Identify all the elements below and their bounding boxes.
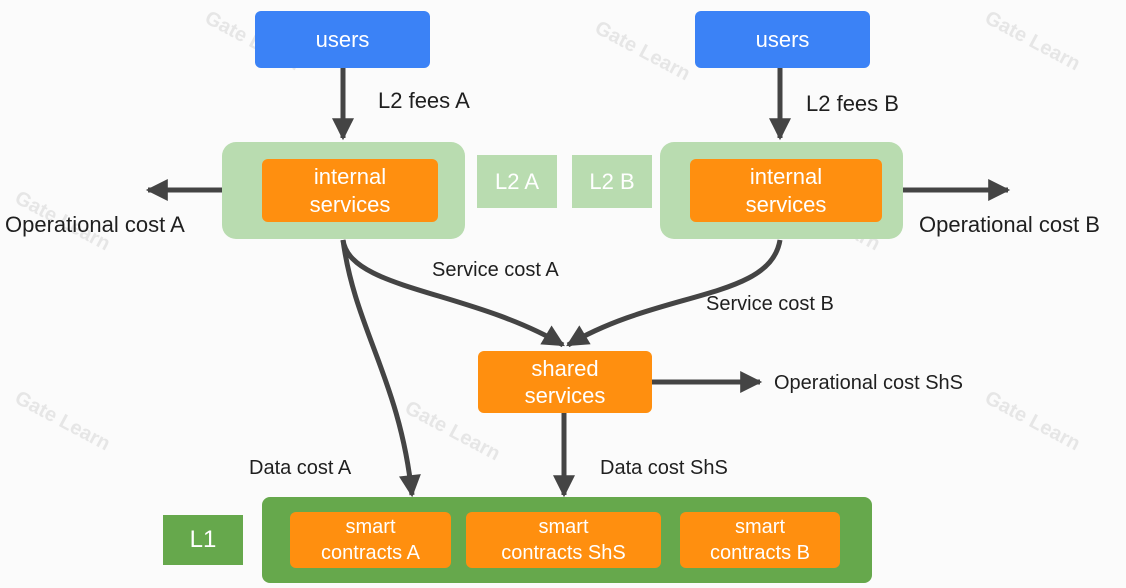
label-op-cost-a: Operational cost A (5, 212, 185, 237)
smart-contracts-shs-line1: smart (538, 516, 589, 538)
shared-services: shared services (478, 351, 652, 413)
smart-contracts-shs: smart contracts ShS (466, 512, 661, 568)
users-b-node: users (695, 11, 870, 68)
l2-b-tag: L2 B (572, 155, 652, 208)
label-service-cost-a: Service cost A (432, 259, 559, 281)
internal-services-a-line1: internal (313, 164, 387, 189)
smart-contracts-b: smart contracts B (680, 512, 840, 568)
label-op-cost-b: Operational cost B (919, 212, 1100, 237)
internal-services-a: internal services (262, 159, 438, 222)
l2-a-tag-label: L2 A (494, 168, 540, 194)
label-l2-fees-b: L2 fees B (806, 91, 899, 116)
arrow-service-cost-a (340, 239, 565, 348)
label-l2-fees-a: L2 fees A (378, 88, 470, 113)
internal-services-b-line2: services (745, 191, 827, 217)
shared-services-line1: shared (531, 355, 599, 381)
internal-services-b-line1: internal (749, 164, 823, 189)
shared-services-line2: services (524, 383, 606, 408)
smart-contracts-shs-line2: contracts ShS (501, 542, 626, 564)
label-data-cost-a: Data cost A (249, 457, 352, 479)
l2-b-tag-label: L2 B (589, 168, 635, 194)
users-a-node: users (255, 11, 430, 68)
l1-tag-label: L1 (189, 526, 217, 553)
arrow-service-cost-b (566, 239, 783, 348)
users-b-label: users (755, 26, 810, 52)
label-data-cost-shs: Data cost ShS (600, 457, 728, 479)
label-op-cost-shs: Operational cost ShS (774, 372, 963, 394)
label-service-cost-b: Service cost B (706, 293, 834, 315)
arrow-data-cost-a (340, 239, 421, 498)
smart-contracts-b-line1: smart (735, 516, 785, 538)
internal-services-a-line2: services (309, 191, 391, 217)
l1-tag: L1 (163, 515, 243, 565)
l2-a-tag: L2 A (477, 155, 557, 208)
users-a-label: users (315, 26, 370, 52)
internal-services-b: internal services (690, 159, 882, 222)
smart-contracts-a-line1: smart (345, 516, 396, 538)
smart-contracts-b-line2: contracts B (709, 542, 811, 564)
smart-contracts-a: smart contracts A (290, 512, 451, 568)
smart-contracts-a-line2: contracts A (321, 542, 420, 564)
